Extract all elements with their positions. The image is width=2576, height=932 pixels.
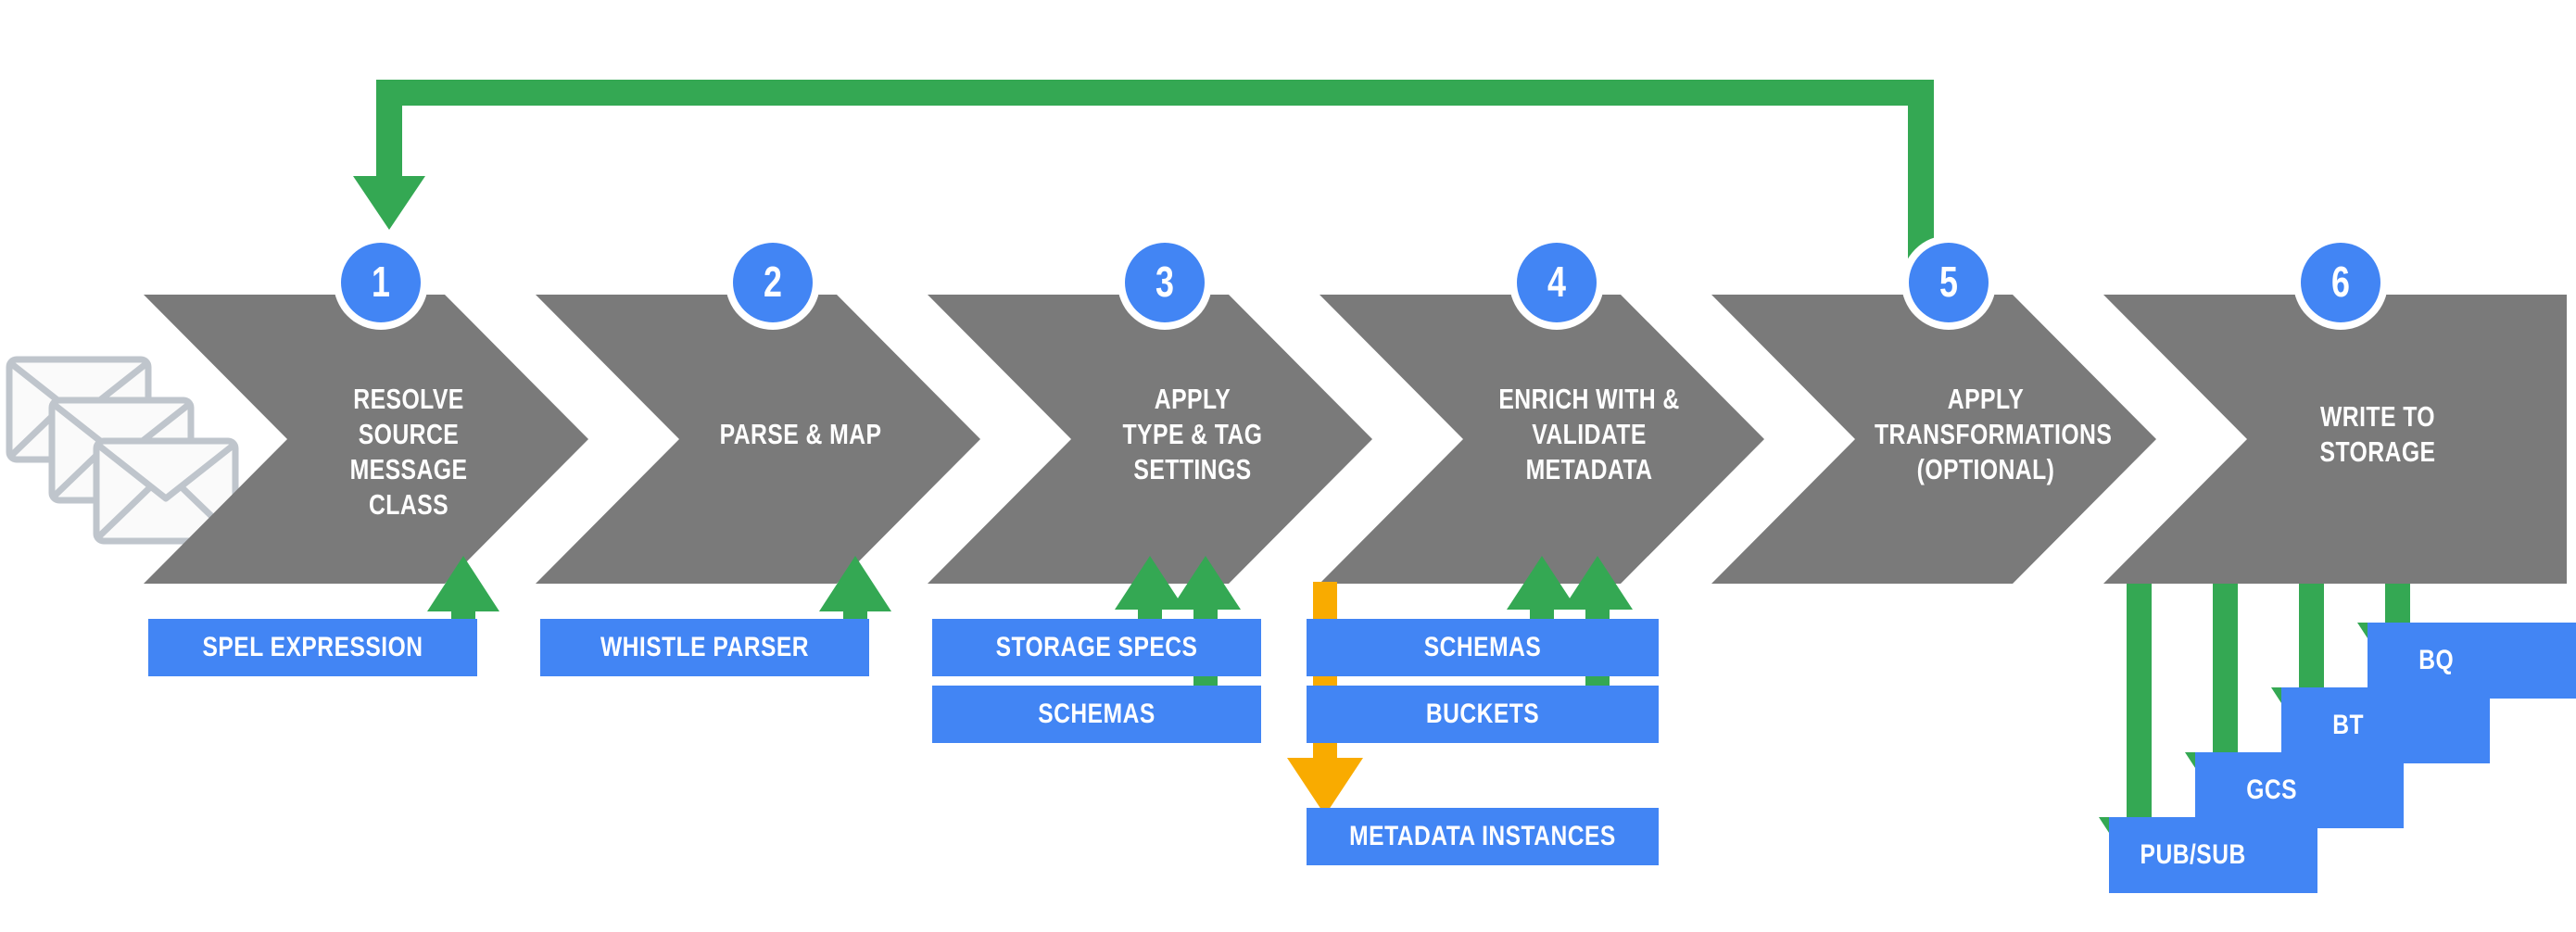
sink-box-bt[interactable] <box>2281 687 2490 763</box>
stage-chevrons <box>144 295 2567 584</box>
chevron-stage-4[interactable] <box>1320 295 1764 584</box>
step-circle-5-fill <box>1909 243 1989 322</box>
resource-box-metadata-instances[interactable] <box>1307 808 1659 865</box>
resource-box-schemas-stage3[interactable] <box>932 686 1261 743</box>
chevron-stage-6[interactable] <box>2103 295 2567 584</box>
resource-box-schemas-stage4[interactable] <box>1307 619 1659 676</box>
step-circle-2-fill <box>733 243 813 322</box>
sink-box-bq[interactable] <box>2368 623 2576 699</box>
step-number-circles <box>334 235 2388 330</box>
resource-box-buckets[interactable] <box>1307 686 1659 743</box>
incoming-messages-icon <box>9 359 235 541</box>
chevron-stage-5[interactable] <box>1711 295 2156 584</box>
resource-box-storage-specs[interactable] <box>932 619 1261 676</box>
feedback-loop-arrow <box>353 80 1934 281</box>
chevron-stage-1[interactable] <box>144 295 588 584</box>
chevron-stage-3[interactable] <box>928 295 1372 584</box>
chevron-stage-2[interactable] <box>536 295 980 584</box>
sink-box-pubsub[interactable] <box>2109 817 2317 893</box>
step-circle-3-fill <box>1125 243 1205 322</box>
step-circle-4-fill <box>1517 243 1597 322</box>
sink-box-gcs[interactable] <box>2195 752 2404 828</box>
resource-box-whistle-parser[interactable] <box>540 619 869 676</box>
step-circle-1-fill <box>341 243 421 322</box>
step-circle-6-fill <box>2301 243 2380 322</box>
resource-box-spel-expression[interactable] <box>148 619 477 676</box>
